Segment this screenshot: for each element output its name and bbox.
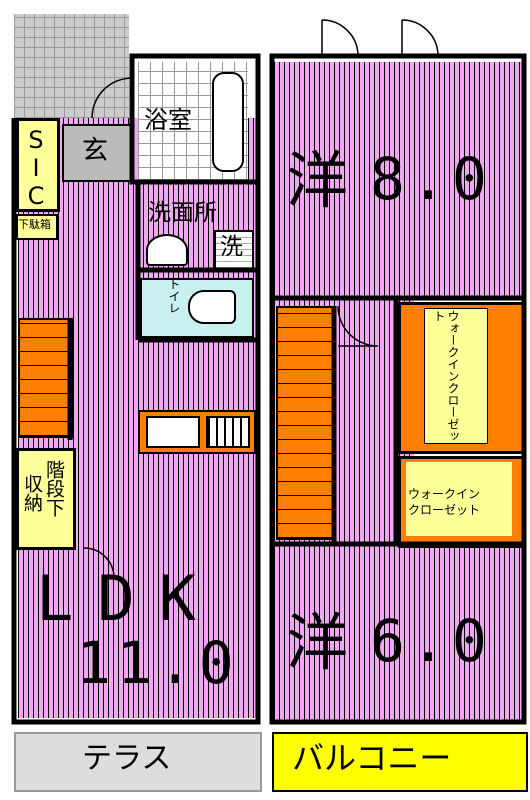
balcony xyxy=(272,732,528,792)
room-8-size: 8.0 xyxy=(370,145,493,213)
washer-label: 洗 xyxy=(220,234,243,260)
room-6-size: 6.0 xyxy=(370,607,493,675)
bathroom-label: 浴室 xyxy=(144,106,192,134)
walkin-closet-1-label: ウォークインクローゼット xyxy=(432,310,460,442)
balcony-label: バルコニー xyxy=(292,739,452,777)
shoe-box-label: 下駄箱 xyxy=(18,218,51,231)
bathtub xyxy=(212,72,244,172)
under-stairs-label: 階段下 xyxy=(43,460,65,517)
kitchen-sink xyxy=(146,416,200,448)
toilet-bowl xyxy=(188,290,236,324)
ldk-label: LDK xyxy=(36,562,220,635)
floor-1-walls xyxy=(11,53,261,725)
washroom-label: 洗面所 xyxy=(148,200,217,226)
sic-label: SIC xyxy=(22,126,50,210)
walkin-closet-1-inner xyxy=(424,308,488,444)
walkin-closet-2-inner xyxy=(406,462,512,536)
under-stairs-storage xyxy=(16,448,76,550)
room-8 xyxy=(274,62,522,298)
stairs-1f xyxy=(18,318,74,438)
stairs-2f xyxy=(276,306,336,540)
ldk-size: 11.0 xyxy=(76,629,240,697)
storage-label: 収納 xyxy=(21,474,43,512)
door-swings xyxy=(83,19,439,579)
terrace-label: テラス xyxy=(82,741,172,776)
room-8-label: 洋 xyxy=(286,144,349,217)
walkin-closet-2-line1: ウォークイン xyxy=(408,487,481,501)
walkin-closet-2-line2: クローゼット xyxy=(408,503,481,517)
kitchen-stove xyxy=(206,416,250,448)
washbasin xyxy=(146,234,188,266)
shoe-box xyxy=(16,214,58,240)
floor-2-plan: 洋 8.0 ウォークインクローゼット ウォークイン クローゼット 洋 6.0 バ… xyxy=(262,0,530,800)
terrace xyxy=(14,732,262,792)
room-6 xyxy=(274,544,522,720)
sic-closet xyxy=(16,118,60,212)
room-6-label: 洋 xyxy=(286,606,349,679)
porch xyxy=(14,14,129,118)
floor-2-walls xyxy=(269,53,527,725)
toilet-label: トイレ xyxy=(167,278,181,314)
genkan-label: 玄 xyxy=(82,136,109,166)
